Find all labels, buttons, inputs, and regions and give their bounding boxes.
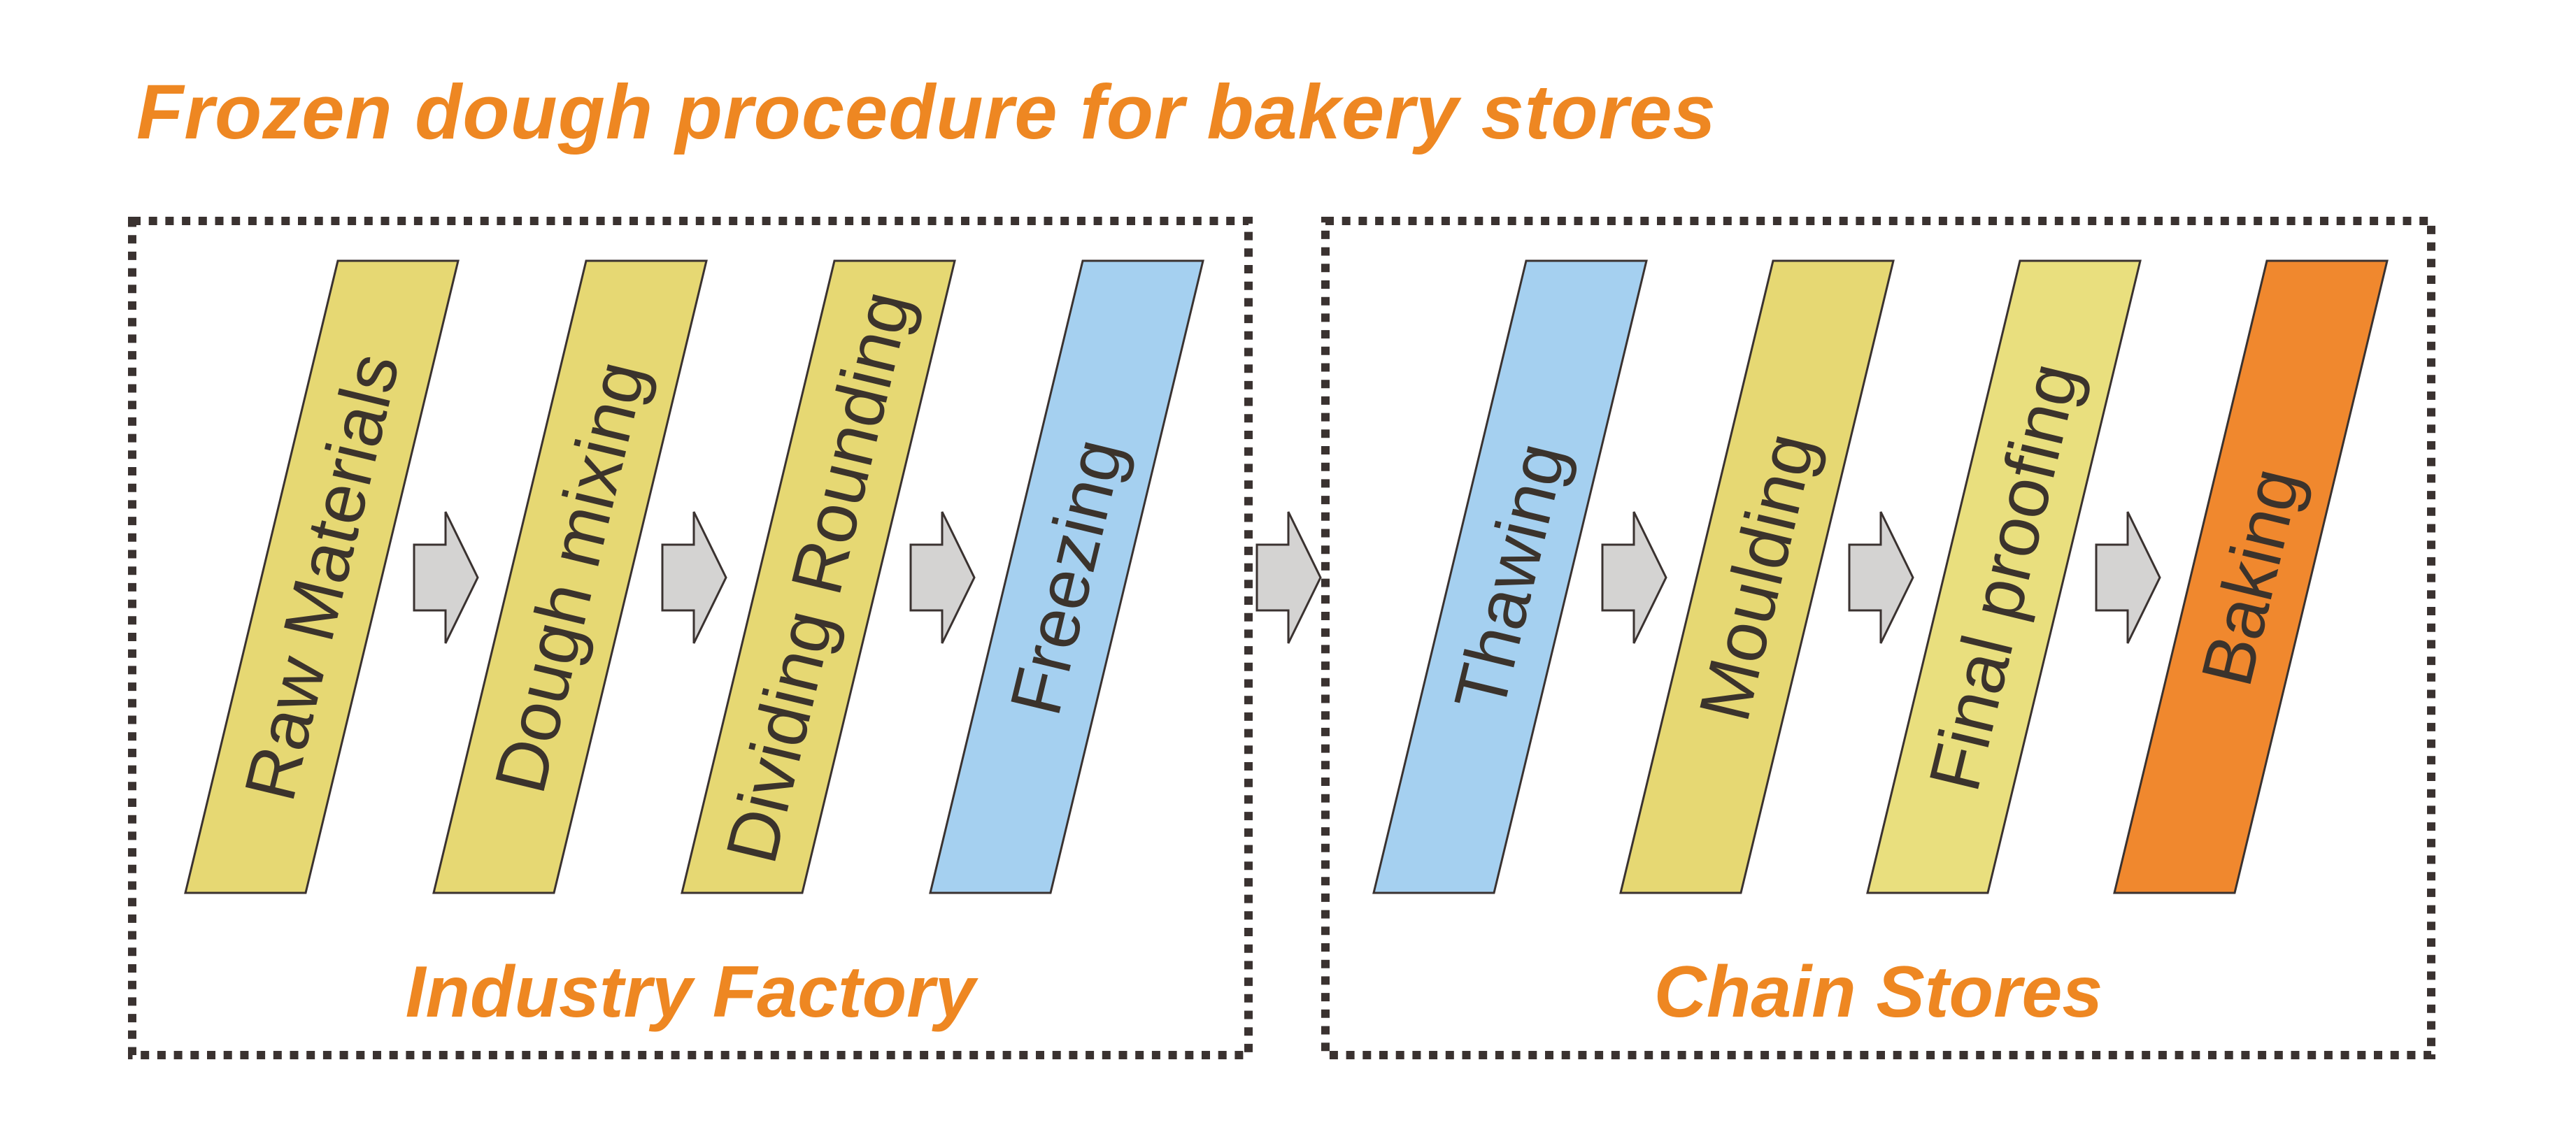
flow-arrow-icon	[661, 511, 727, 644]
step-shape-final-proofing	[1866, 259, 2142, 894]
step-label-final-proofing: Final proofing	[1914, 355, 2095, 798]
flow-arrow-icon	[1848, 511, 1914, 644]
chain-stores-border	[1321, 217, 2435, 1059]
step-shape-thawing	[1372, 259, 1648, 894]
section-label-chain-stores: Chain Stores	[1653, 952, 2103, 1033]
step-shape-freezing	[929, 259, 1204, 894]
section-label-industry-factory: Industry Factory	[405, 952, 976, 1033]
flow-arrow-icon	[1601, 511, 1667, 644]
step-label-raw-materials: Raw Materials	[229, 345, 414, 808]
flow-arrow-between-boxes-icon	[1255, 511, 1322, 644]
step-shape-raw-materials	[184, 259, 460, 894]
chain-stores-box: Thawing Moulding Final proofing Baking	[1372, 259, 2389, 894]
step-shape-moulding	[1619, 259, 1895, 894]
step-shape-dough-mixing	[432, 259, 708, 894]
step-shape-dividing-rounding	[681, 259, 956, 894]
step-label-dough-mixing: Dough mixing	[479, 353, 661, 800]
flow-arrow-icon	[413, 511, 479, 644]
flow-arrow-icon	[2095, 511, 2161, 644]
industry-factory-border	[128, 217, 1253, 1059]
diagram-title: Frozen dough procedure for bakery stores	[136, 69, 1716, 155]
flow-arrow-icon	[909, 511, 976, 644]
step-shape-baking	[2113, 259, 2389, 894]
industry-factory-box: Raw Materials Dough mixing Dividing Roun…	[184, 259, 1204, 894]
